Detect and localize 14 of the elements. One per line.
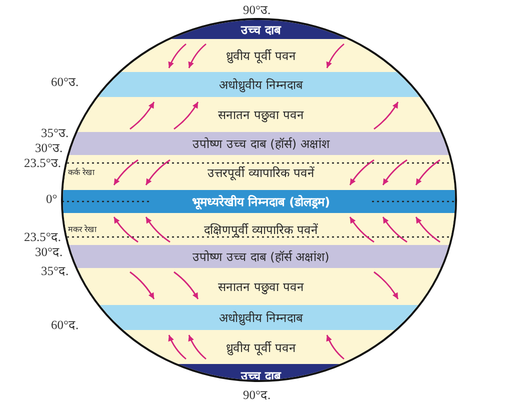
latitude-label: 35°उ. <box>41 125 69 141</box>
latitude-label: 60°उ. <box>51 74 79 90</box>
latitude-label: 35°द. <box>41 263 69 279</box>
latitude-label: 30°उ. <box>35 140 63 156</box>
latitude-label: 23.5°द. <box>24 229 61 245</box>
latitude-label: 30°द. <box>35 244 63 260</box>
latitude-label: 90°द. <box>243 387 271 403</box>
latitude-label: 0° <box>46 192 58 207</box>
tropic-label: कर्क रेखा <box>68 166 95 177</box>
latitude-label: 60°द. <box>51 317 79 333</box>
latitude-label: 23.5°उ. <box>24 155 61 171</box>
tropic-label: मकर रेखा <box>68 224 97 234</box>
latitude-label: 90°उ. <box>243 2 271 18</box>
pressure-belt: भूमध्यरेखीय निम्नदाब (डोलड्रम) <box>63 190 455 213</box>
